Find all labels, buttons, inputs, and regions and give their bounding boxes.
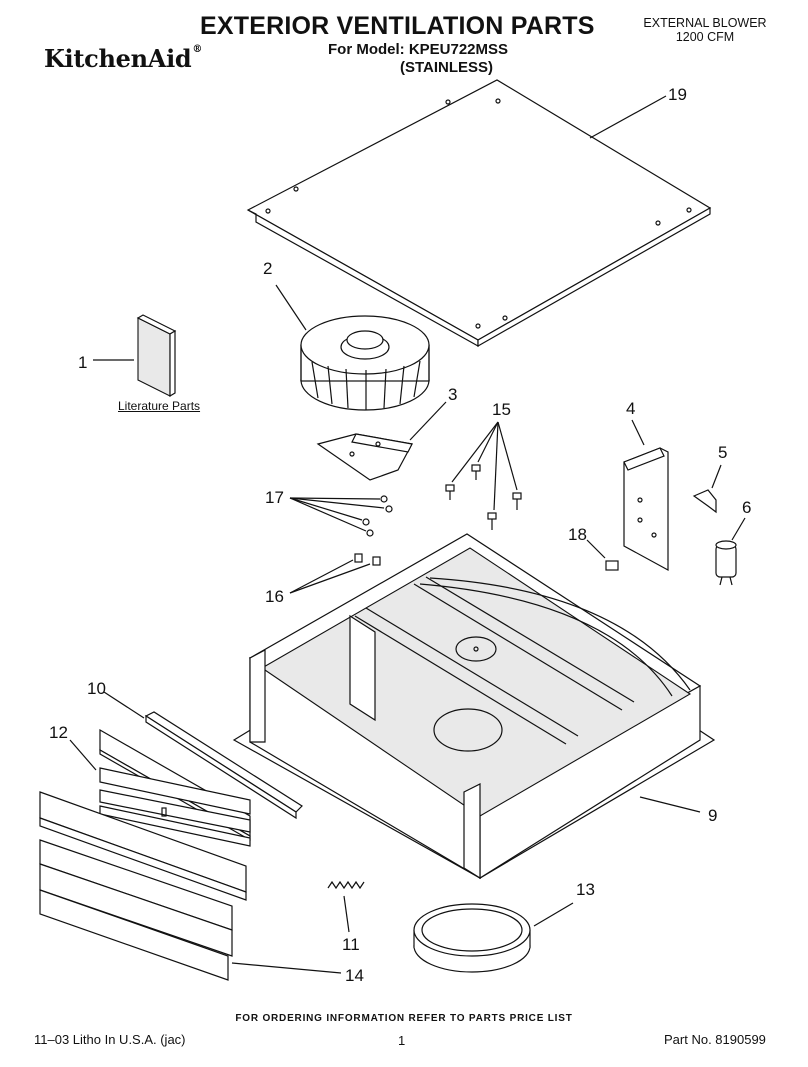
part-1-literature xyxy=(136,314,177,398)
callout-5: 5 xyxy=(718,443,727,462)
part-11-spring xyxy=(327,880,365,890)
callout-labels: 1 2 3 4 5 6 9 10 11 12 13 14 15 16 17 18… xyxy=(49,85,751,985)
callout-4: 4 xyxy=(626,399,635,418)
part-15-screws xyxy=(445,464,522,530)
leader-lines xyxy=(69,95,746,974)
callout-14: 14 xyxy=(345,966,364,985)
callout-13: 13 xyxy=(576,880,595,899)
part-number: Part No. 8190599 xyxy=(664,1032,766,1047)
part-5-clip xyxy=(692,489,717,514)
blower-cfm: 1200 CFM xyxy=(675,30,735,44)
callout-1: 1 xyxy=(78,353,87,372)
part-18-connector xyxy=(605,560,619,571)
ordering-note: FOR ORDERING INFORMATION REFER TO PARTS … xyxy=(235,1013,573,1024)
callout-6: 6 xyxy=(742,498,751,517)
callout-10: 10 xyxy=(87,679,106,698)
model-variant: (STAINLESS) xyxy=(400,59,494,76)
part-13-collar xyxy=(413,903,531,973)
part-4-mounting-bracket xyxy=(623,447,669,572)
callout-3: 3 xyxy=(448,385,457,404)
callout-15: 15 xyxy=(492,400,511,419)
kitchenaid-logo: KitchenAid® xyxy=(44,44,202,73)
callout-9: 9 xyxy=(708,806,717,825)
brand-name: KitchenAid xyxy=(44,44,192,73)
part-6-capacitor xyxy=(715,540,737,586)
blower-spec: EXTERNAL BLOWER 1200 CFM xyxy=(640,16,770,44)
registered-mark: ® xyxy=(192,44,203,55)
callout-11: 11 xyxy=(342,935,360,954)
part-10-trim xyxy=(144,711,303,820)
part-19-top-cover xyxy=(246,79,712,348)
part-16-fittings xyxy=(354,553,381,566)
page-title: EXTERIOR VENTILATION PARTS xyxy=(200,12,595,40)
blower-type: EXTERNAL BLOWER xyxy=(643,16,767,30)
callout-18: 18 xyxy=(568,525,587,544)
part-2-blower-wheel xyxy=(300,315,430,411)
page-number: 1 xyxy=(398,1033,406,1048)
print-info: 11–03 Litho In U.S.A. (jac) xyxy=(34,1032,186,1047)
part-17-nuts xyxy=(362,495,393,537)
model-line: For Model: KPEU722MSS xyxy=(328,41,509,58)
callout-2: 2 xyxy=(263,259,272,278)
callout-17: 17 xyxy=(265,488,284,507)
part-12-upper-louver xyxy=(99,728,251,847)
literature-parts-label: Literature Parts xyxy=(118,399,201,413)
part-9-housing xyxy=(232,533,716,880)
callout-16: 16 xyxy=(265,587,284,606)
part-14-lower-louver xyxy=(39,791,247,981)
callout-12: 12 xyxy=(49,723,68,742)
callout-19: 19 xyxy=(668,85,687,104)
part-3-bracket xyxy=(316,433,413,481)
